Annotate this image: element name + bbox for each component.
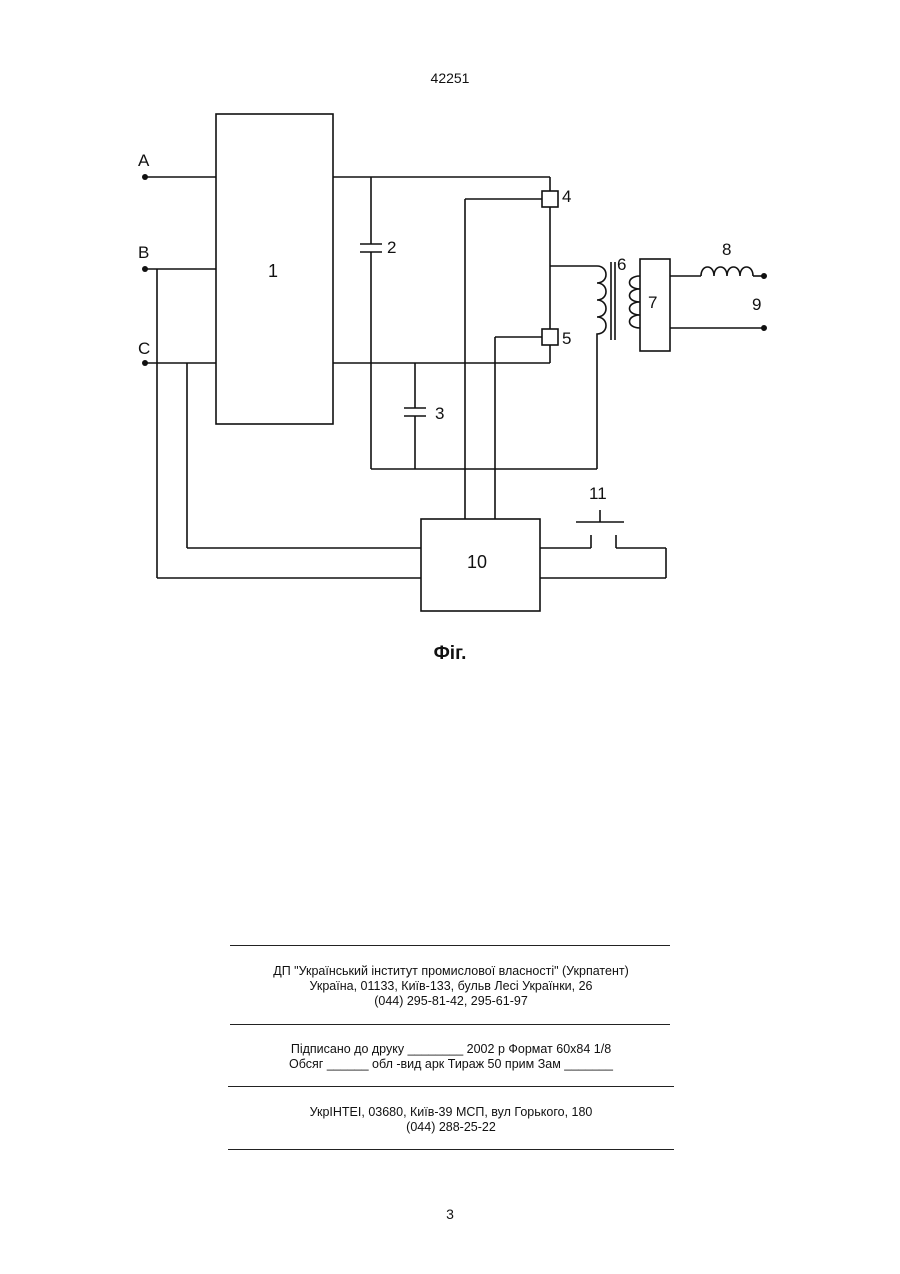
imprint-press: УкрІНТЕІ, 03680, Київ-39 МСП, вул Горько… xyxy=(228,1105,674,1135)
imprint-rule-top xyxy=(230,945,670,946)
terminal-a-label: A xyxy=(138,151,150,170)
output-9-label: 9 xyxy=(752,295,761,314)
org-line-1: ДП "Український інститут промислової вла… xyxy=(228,964,674,979)
press-line-2: (044) 288-25-22 xyxy=(228,1120,674,1135)
org-line-2: Україна, 01133, Київ-133, бульв Лесі Укр… xyxy=(228,979,674,994)
choke-8-label: 8 xyxy=(722,240,731,259)
switch-5 xyxy=(542,329,558,345)
page-number: 3 xyxy=(0,1206,900,1222)
control-10-label: 10 xyxy=(467,552,487,572)
output-8-dot xyxy=(761,273,767,279)
imprint-rule-3 xyxy=(228,1086,674,1087)
rect-7-label: 7 xyxy=(648,293,657,312)
terminal-a-dot xyxy=(142,174,148,180)
print-line-2: Обсяг ______ обл -вид арк Тираж 50 прим … xyxy=(228,1057,674,1072)
circuit-diagram: A B C 1 2 3 4 5 6 7 8 9 10 11 xyxy=(0,0,900,640)
terminal-c-label: C xyxy=(138,339,150,358)
terminal-b-dot xyxy=(142,266,148,272)
button-11-label: 11 xyxy=(589,484,607,503)
press-line-1: УкрІНТЕІ, 03680, Київ-39 МСП, вул Горько… xyxy=(228,1105,674,1120)
switch-4-label: 4 xyxy=(562,187,571,206)
block-1-label: 1 xyxy=(268,261,278,281)
terminal-b-label: B xyxy=(138,243,149,262)
terminal-c-dot xyxy=(142,360,148,366)
figure-caption: Фіг. xyxy=(0,643,900,665)
cap-3-label: 3 xyxy=(435,404,444,423)
cap-2-label: 2 xyxy=(387,238,396,257)
imprint-print: Підписано до друку ________ 2002 р Форма… xyxy=(228,1042,674,1072)
switch-5-label: 5 xyxy=(562,329,571,348)
imprint-rule-bottom xyxy=(228,1149,674,1150)
imprint-org: ДП "Український інститут промислової вла… xyxy=(228,964,674,1009)
output-9-dot xyxy=(761,325,767,331)
org-line-3: (044) 295-81-42, 295-61-97 xyxy=(228,994,674,1009)
print-line-1: Підписано до друку ________ 2002 р Форма… xyxy=(228,1042,674,1057)
imprint-rule-2 xyxy=(230,1024,670,1025)
switch-4 xyxy=(542,191,558,207)
transformer-6-label: 6 xyxy=(617,255,626,274)
